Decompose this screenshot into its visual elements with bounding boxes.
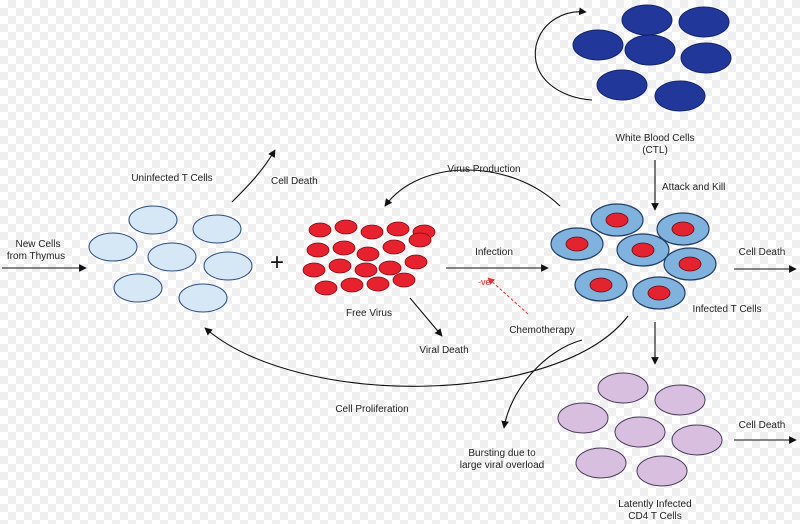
virus-particle <box>354 262 378 278</box>
uninfected-t-cell <box>192 214 242 244</box>
infected-cells-label: Infected T Cells <box>692 304 761 315</box>
viral-core <box>565 236 589 252</box>
virus-particle <box>404 254 428 270</box>
viral-core <box>605 212 629 228</box>
chemotherapy-inhibition-arrow <box>487 277 529 315</box>
uninfected-t-cell <box>178 283 228 313</box>
bursting-label-line2: large viral overload <box>460 460 545 471</box>
white-blood-cell-cluster <box>572 4 732 112</box>
white-blood-cell <box>621 4 673 36</box>
infection-label: Infection <box>475 247 513 258</box>
virus-particle <box>392 272 416 288</box>
wbc-self-renewal-arrow <box>534 7 593 101</box>
white-blood-cell <box>596 69 648 101</box>
virus-production-arrow <box>384 169 561 207</box>
uninfected-t-cell <box>88 232 138 262</box>
infected-cell-cluster <box>550 203 717 310</box>
virus-particle <box>328 258 352 274</box>
viral-core <box>678 256 702 272</box>
latent-cd4-t-cell <box>597 372 649 404</box>
uninfected-t-cell <box>113 273 163 303</box>
latent-cell-cluster <box>557 372 723 487</box>
virus-particle <box>334 219 358 235</box>
latent-cd4-t-cell <box>636 455 688 487</box>
attack-kill-label: Attack and Kill <box>662 182 725 193</box>
cell-death-top-arrow <box>231 149 276 203</box>
virus-particle <box>306 242 330 258</box>
virus-particle <box>356 246 380 262</box>
virus-particle <box>366 276 390 292</box>
plus-sign: + <box>270 249 284 276</box>
virus-particle <box>378 260 402 276</box>
cell-death-right-label: Cell Death <box>739 247 786 258</box>
chemotherapy-label: Chemotherapy <box>509 325 575 336</box>
latent-cd4-t-cell <box>614 416 666 448</box>
new-cells-label-line2: from Thymus <box>7 251 65 262</box>
white-blood-cell <box>680 42 732 74</box>
cell-proliferation-arrow <box>204 315 629 387</box>
uninfected-t-cell <box>147 242 197 272</box>
virus-particle <box>386 221 410 237</box>
virus-particle <box>314 280 338 296</box>
viral-core <box>671 221 695 237</box>
negative-effect-label: -ve <box>478 277 491 287</box>
virus-production-label: Virus Production <box>447 164 520 175</box>
latent-cd4-t-cell <box>557 402 609 434</box>
cell-proliferation-label: Cell Proliferation <box>335 404 408 415</box>
cell-death-top-label: Cell Death <box>271 176 318 187</box>
viral-death-arrow <box>409 297 443 337</box>
latent-cd4-t-cell <box>575 447 627 479</box>
uninfected-cell-cluster <box>88 205 253 313</box>
virus-particle <box>302 262 326 278</box>
virus-particle <box>308 222 332 238</box>
wbc-label-line2: (CTL) <box>642 145 668 156</box>
white-blood-cell <box>678 6 730 38</box>
white-blood-cell <box>654 80 706 112</box>
virus-particle <box>332 240 356 256</box>
viral-core <box>589 277 613 293</box>
virus-particle <box>340 277 364 293</box>
cell-death-latent-label: Cell Death <box>739 420 786 431</box>
uninfected-t-cell <box>128 205 178 235</box>
uninfected-cells-label: Uninfected T Cells <box>131 173 212 184</box>
latent-cells-label-line2: CD4 T Cells <box>628 511 682 522</box>
virus-particle <box>360 224 384 240</box>
viral-death-label: Viral Death <box>419 345 468 356</box>
wbc-label-line1: White Blood Cells <box>616 133 695 144</box>
virus-particle <box>382 239 406 255</box>
white-blood-cell <box>572 29 624 61</box>
free-virus-cluster <box>302 219 436 296</box>
new-cells-label-line1: New Cells <box>15 239 60 250</box>
uninfected-t-cell <box>203 251 253 281</box>
viral-core <box>647 285 671 301</box>
latent-cd4-t-cell <box>654 384 706 416</box>
virus-particle <box>408 232 432 248</box>
latent-cd4-t-cell <box>671 424 723 456</box>
bursting-label-line1: Bursting due to <box>468 448 536 459</box>
latent-cells-label-line1: Latently Infected <box>618 499 691 510</box>
viral-core <box>631 242 655 258</box>
free-virus-label: Free Virus <box>346 308 392 319</box>
bursting-arrow <box>501 339 583 429</box>
white-blood-cell <box>624 34 676 66</box>
